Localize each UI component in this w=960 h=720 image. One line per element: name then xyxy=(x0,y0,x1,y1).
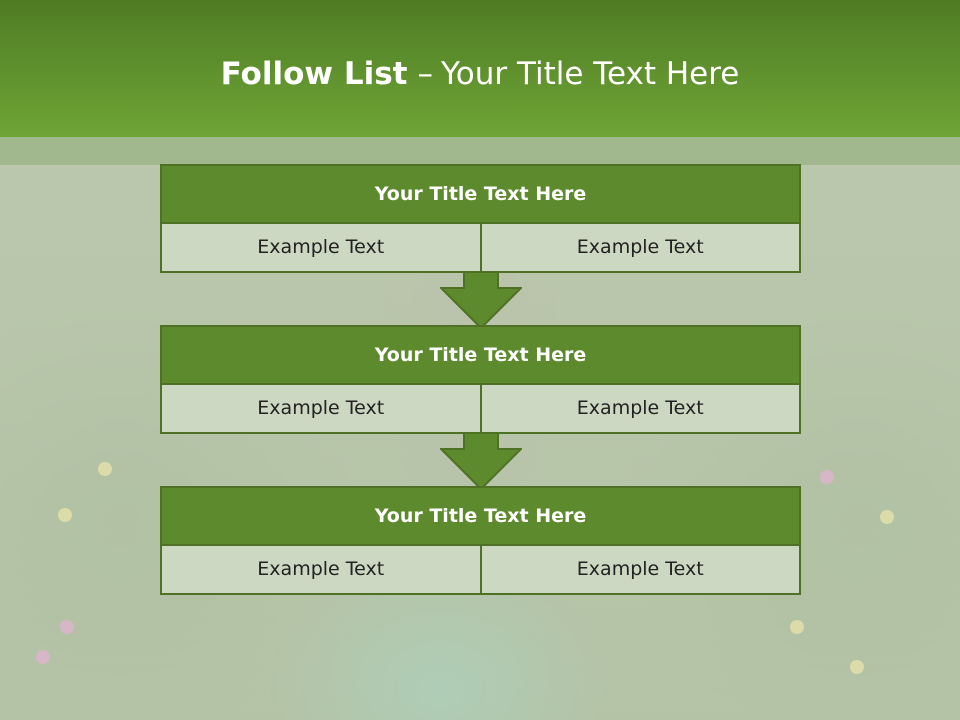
step-row: Example Text Example Text xyxy=(162,224,799,271)
step-row: Example Text Example Text xyxy=(162,546,799,593)
slide-title: Follow List–Your Title Text Here xyxy=(0,56,960,92)
slide-title-rest: Your Title Text Here xyxy=(440,56,740,92)
down-arrow-icon xyxy=(440,432,522,490)
header-band xyxy=(0,137,960,165)
step-title: Your Title Text Here xyxy=(162,488,799,546)
step-box-2: Your Title Text Here Example Text Exampl… xyxy=(160,325,801,434)
step-cell-left: Example Text xyxy=(162,546,480,593)
down-arrow-icon xyxy=(440,271,522,329)
step-title: Your Title Text Here xyxy=(162,327,799,385)
step-row: Example Text Example Text xyxy=(162,385,799,432)
step-cell-right: Example Text xyxy=(479,224,799,271)
step-cell-left: Example Text xyxy=(162,385,480,432)
step-cell-right: Example Text xyxy=(479,546,799,593)
step-title: Your Title Text Here xyxy=(162,166,799,224)
header-bar xyxy=(0,0,960,137)
step-cell-left: Example Text xyxy=(162,224,480,271)
slide-title-separator: – xyxy=(417,56,433,92)
slide-title-bold: Follow List xyxy=(220,56,408,92)
step-box-3: Your Title Text Here Example Text Exampl… xyxy=(160,486,801,595)
step-box-1: Your Title Text Here Example Text Exampl… xyxy=(160,164,801,273)
step-cell-right: Example Text xyxy=(479,385,799,432)
